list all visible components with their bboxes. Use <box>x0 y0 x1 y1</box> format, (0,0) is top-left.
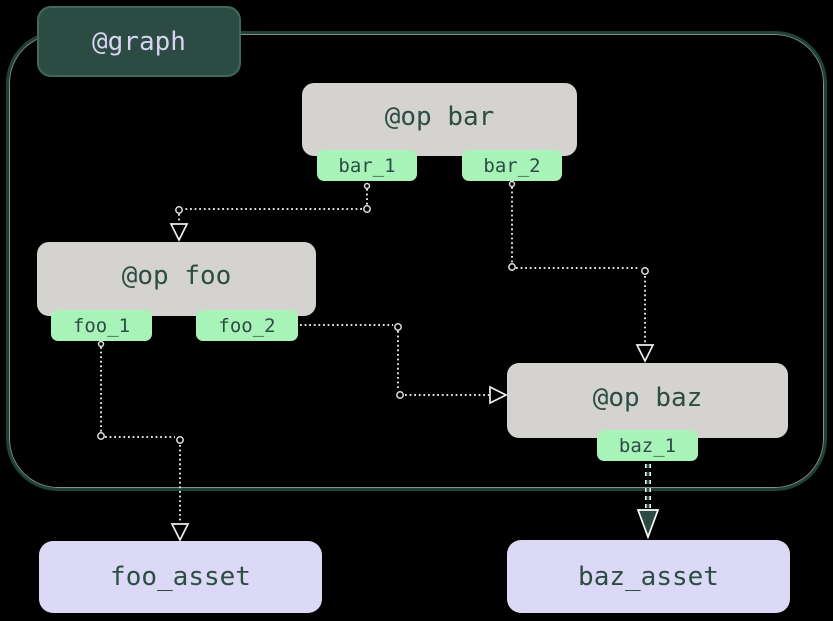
output-tag-bar-1[interactable]: bar_1 <box>317 150 417 181</box>
output-tag-foo-2[interactable]: foo_2 <box>196 310 298 341</box>
graph-label-text: @graph <box>92 26 186 57</box>
op-foo-label: @op foo <box>121 261 232 291</box>
output-tag-foo-1[interactable]: foo_1 <box>51 310 152 341</box>
op-node-bar[interactable]: @op bar <box>302 83 577 156</box>
output-tag-baz-1[interactable]: baz_1 <box>597 430 698 461</box>
output-tag-baz-1-label: baz_1 <box>618 434 677 457</box>
asset-baz-label: baz_asset <box>578 561 719 592</box>
output-tag-bar-2[interactable]: bar_2 <box>462 150 562 181</box>
op-node-baz[interactable]: @op baz <box>507 363 788 438</box>
graph-boundary <box>6 31 827 491</box>
asset-foo-label: foo_asset <box>110 562 251 592</box>
output-tag-bar-1-label: bar_1 <box>338 154 396 177</box>
output-tag-foo-1-label: foo_1 <box>72 314 131 337</box>
op-bar-label: @op bar <box>384 101 495 132</box>
output-tag-bar-2-label: bar_2 <box>483 154 541 177</box>
op-baz-label: @op baz <box>592 382 703 413</box>
asset-node-foo-asset[interactable]: foo_asset <box>39 541 322 613</box>
output-tag-foo-2-label: foo_2 <box>218 314 276 337</box>
graph-label-node[interactable]: @graph <box>37 6 241 77</box>
op-node-foo[interactable]: @op foo <box>37 242 316 316</box>
asset-node-baz-asset[interactable]: baz_asset <box>507 540 790 613</box>
